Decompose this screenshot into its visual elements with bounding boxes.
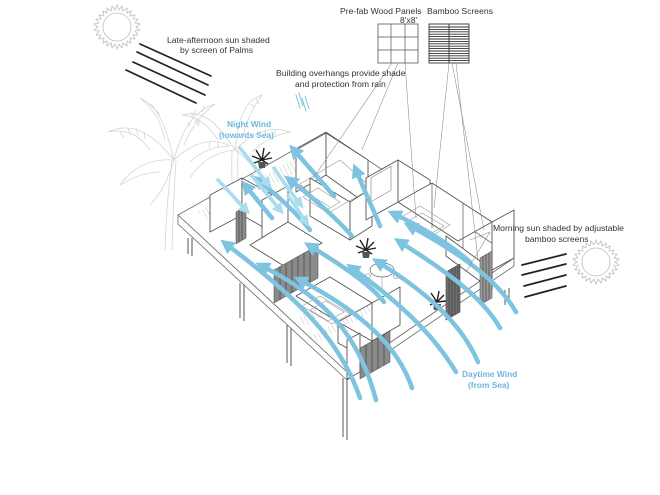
potted-plant-icon <box>355 237 377 258</box>
morning-sun-icon <box>572 238 620 286</box>
morning-sun-label-line2: bamboo screens <box>525 234 589 244</box>
night-wind-label-line2: (towards Sea) <box>219 130 274 140</box>
daytime-wind-label-line1: Daytime Wind <box>462 369 517 379</box>
prefab-panels-label: Pre-fab Wood Panels <box>340 6 422 16</box>
night-wind-label-line1: Night Wind <box>227 119 271 129</box>
bamboo-screen-icon <box>428 23 470 64</box>
overhangs-label-line1: Building overhangs provide shade <box>276 68 406 78</box>
morning-sun-label-line1: Morning sun shaded by adjustable <box>493 223 624 233</box>
wood-panel-icon <box>377 23 419 64</box>
afternoon-sun-icon <box>93 3 141 51</box>
palm-tree-icon <box>107 94 292 251</box>
rain-strokes <box>295 92 310 112</box>
left-bamboo-screens <box>235 205 319 304</box>
afternoon-sun-rays <box>125 43 212 104</box>
bamboo-screens-label: Bamboo Screens <box>427 6 493 16</box>
morning-sun-rays <box>521 253 567 298</box>
daytime-wind-label-line2: (from Sea) <box>468 380 510 390</box>
potted-plant-icon <box>251 147 273 168</box>
leader-lines <box>311 62 491 273</box>
prefab-panels-size-label: 8'x8' <box>400 15 417 25</box>
late-afternoon-sun-label-line1: Late-afternoon sun shaded <box>167 35 270 45</box>
late-afternoon-sun-label-line2: by screen of Palms <box>180 45 253 55</box>
night-wind-arrows <box>216 146 310 227</box>
daytime-wind-arrows <box>220 144 519 403</box>
overhangs-label-line2: and protection from rain <box>295 79 386 89</box>
